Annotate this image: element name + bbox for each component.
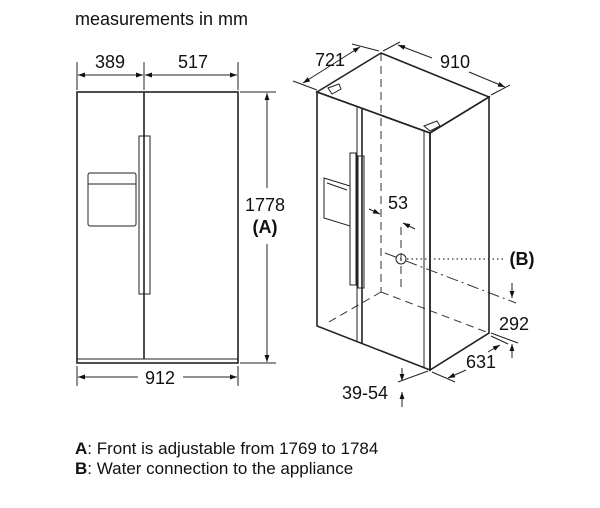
water-dispenser [323,177,351,227]
dim-910 [468,71,506,88]
dim-721 [302,46,361,84]
note-a: A: Front is adjustable from 1769 to 1784 [75,439,378,459]
note-a-text: : Front is adjustable from 1769 to 1784 [87,439,379,458]
fridge-front-outline [76,91,239,364]
note-b: B: Water connection to the appliance [75,459,378,479]
dim-depth-top-label: 721 [315,50,345,70]
water-dispenser [87,172,137,227]
dim-total-width-label: 912 [145,368,175,388]
handle-left [349,152,357,286]
dim-height-label: 1778 [245,195,285,215]
dim-feet-label: 39-54 [342,383,388,403]
fridge-side [429,95,490,372]
note-b-text: : Water connection to the appliance [87,459,354,478]
dim-water-height-label: 292 [499,314,529,334]
dim-water-offset-label: 53 [388,193,408,213]
dim-width-left-label: 389 [95,52,125,72]
fridge-front [316,90,431,372]
handle-right [357,155,365,289]
note-a-key: A [75,439,88,458]
front-view: 389 517 1778 (A) 912 [76,52,285,388]
dim-depth-bottom-label: 631 [466,352,496,372]
note-b-key: B [75,459,88,478]
iso-view: (B) 53 721 910 292 631 39-54 [292,41,535,407]
dim-height-ref: (A) [253,217,278,237]
water-connection-label: (B) [510,249,535,269]
notes: A: Front is adjustable from 1769 to 1784… [75,439,378,479]
dim-width-top-label: 910 [440,52,470,72]
door-handle [138,135,151,295]
diagram-title: measurements in mm [75,9,249,29]
dim-631 [487,344,501,353]
dim-width-right-label: 517 [178,52,208,72]
